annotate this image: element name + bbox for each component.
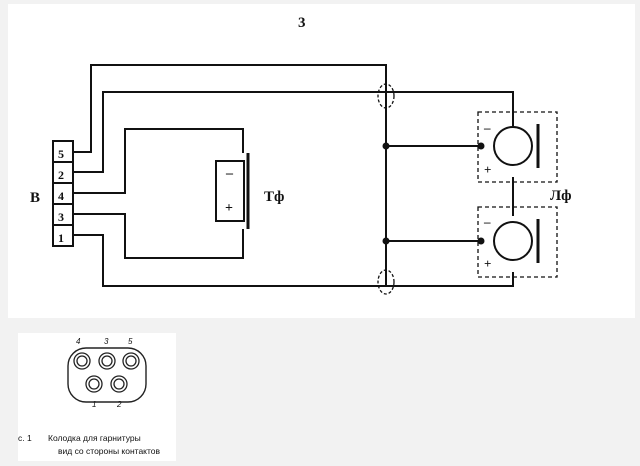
laryngophone-top-plus: + [484,162,491,177]
shield-bottom [377,269,395,295]
pin-1 [85,375,103,393]
telephone-minus: – [225,166,234,181]
shield-top [377,83,395,109]
telephone-body [215,160,245,222]
page-number: 3 [298,15,306,31]
connector-label: В [30,190,40,206]
pin-num-1: 1 [92,400,96,409]
pin-num-4: 4 [76,337,81,346]
pin-num-2: 2 [116,400,122,409]
pin-2 [110,375,128,393]
pin-3 [98,352,116,370]
pin-label-4: 4 [58,189,64,203]
caption-line2: вид со стороны контактов [58,446,161,456]
laryngophone-top-minus: – [483,120,491,135]
wire-pin4 [73,128,244,194]
caption-prefix: с. 1 [18,433,32,443]
telephone-label: Тф [264,189,284,205]
laryngophone-label: Лф [550,188,572,204]
pin-4 [73,352,91,370]
pin-num-5: 5 [128,337,133,346]
telephone-plus: + [225,201,233,216]
wiring-diagram: 3 В 5 2 4 3 1 – + Тф – + – + Лф [30,15,572,295]
laryngophone-bottom-minus: – [483,214,491,229]
connector-view-panel: 4 3 5 1 2 с. 1 Колодка для гарнитуры вид… [18,333,176,461]
wire-pin5 [73,64,387,153]
schematic-panel: 3 В 5 2 4 3 1 – + Тф – + – + Лф [8,4,635,318]
pin-label-3: 3 [58,210,64,224]
laryngophone-bottom-plus: + [484,256,491,271]
caption-line1: Колодка для гарнитуры [48,433,141,443]
connector-pin-diagram: 4 3 5 1 2 с. 1 Колодка для гарнитуры вид… [18,337,161,456]
pin-num-3: 3 [104,337,109,346]
wire-pin3 [73,213,244,259]
laryngophone-bottom-capsule [493,221,533,261]
pin-label-2: 2 [58,168,64,182]
wire-pin2 [73,91,514,173]
pin-5 [122,352,140,370]
wire-pin1 [73,234,514,287]
connector-outline [67,347,147,403]
pin-label-1: 1 [58,231,64,245]
laryngophone-top-capsule [493,126,533,166]
pin-label-5: 5 [58,147,64,161]
